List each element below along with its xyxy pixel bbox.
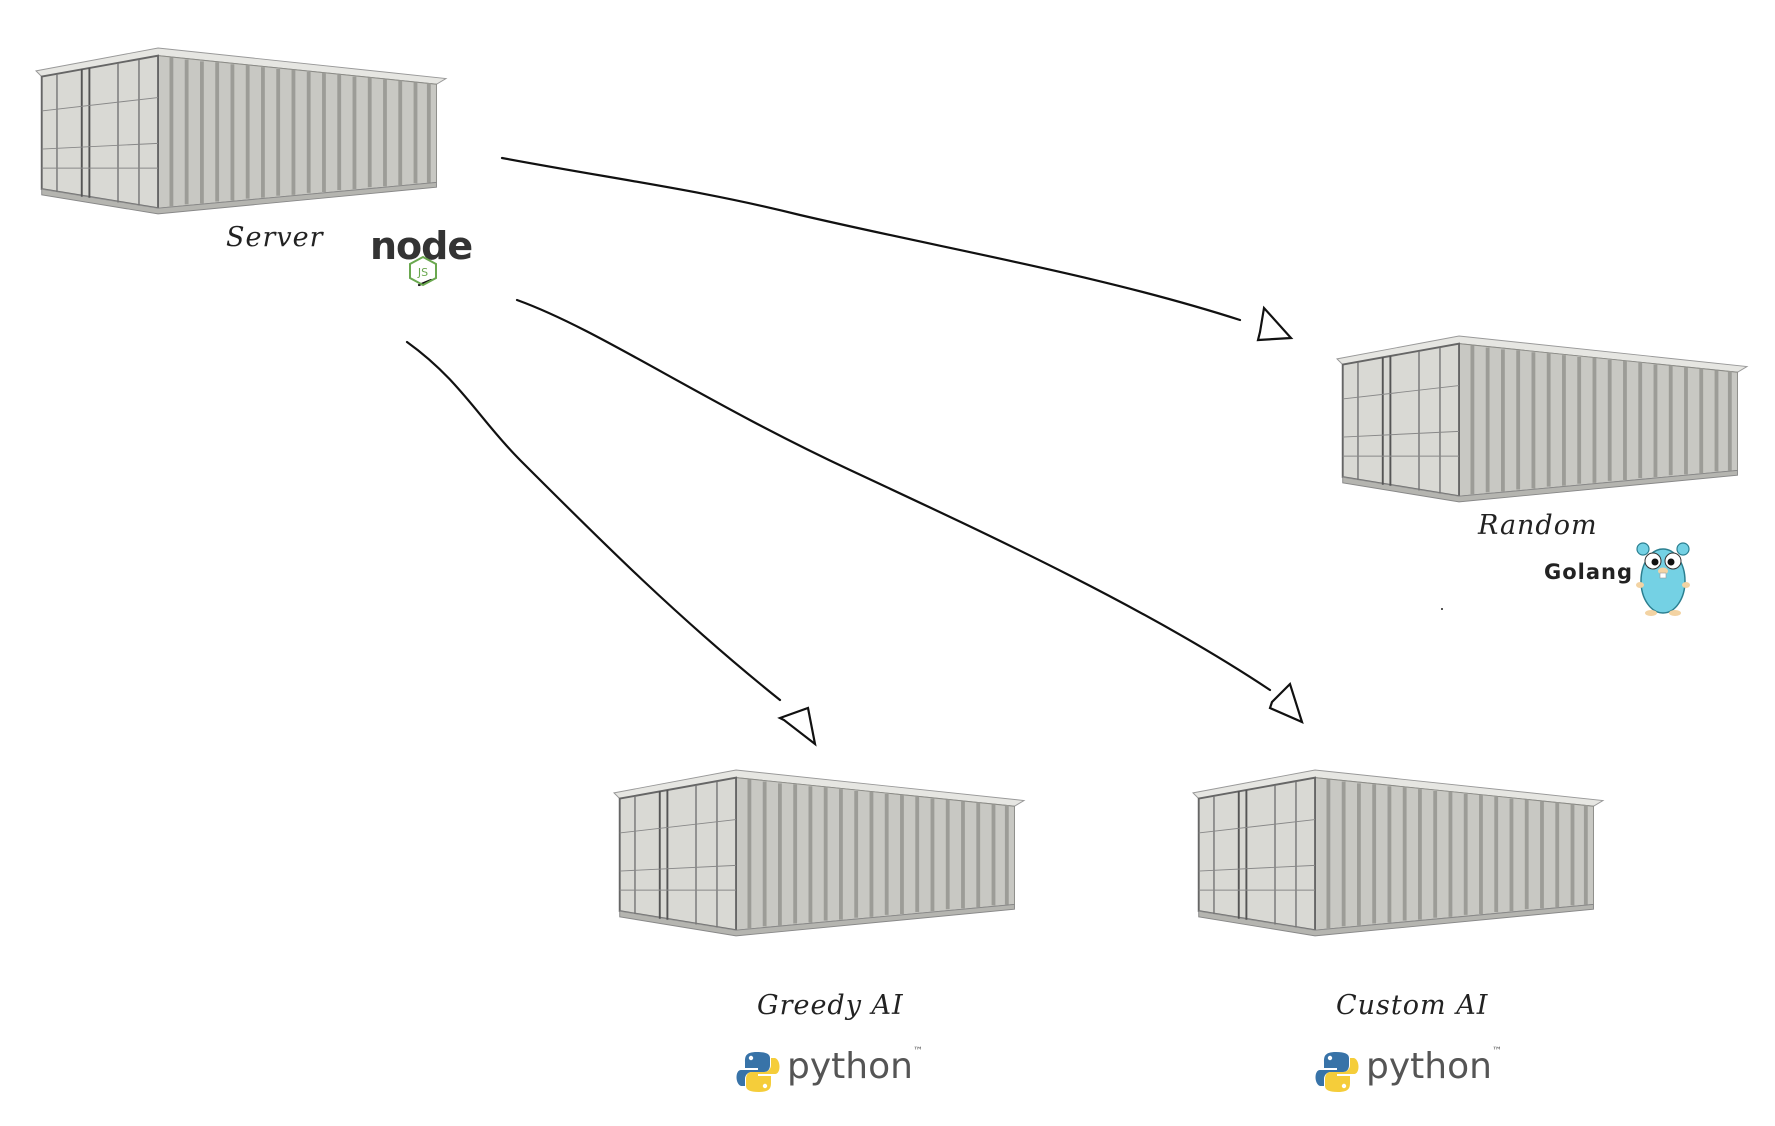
server-label: Server [226,222,324,253]
greedy-label: Greedy AI [757,990,904,1021]
edge-server-greedy [405,340,782,702]
arrowhead-greedy [777,706,817,747]
python-trademark: ™ [912,1046,923,1057]
custom-label: Custom AI [1336,990,1489,1021]
arrowhead-random [1256,305,1294,342]
python-logo-icon [1315,1052,1359,1092]
nodejs-hexagon-icon: JS [409,255,437,287]
gopher-icon [1636,542,1690,616]
python-logo-word: python [787,1046,913,1087]
arrowhead-custom [1268,681,1304,724]
nodejs-badge-text: JS [417,266,428,279]
edge-server-custom [515,298,1272,692]
python-trademark: ™ [1491,1046,1502,1057]
python-logo-text: python™ [787,1046,923,1087]
random-label: Random [1478,510,1598,541]
nodejs-logo: node JS [370,224,473,287]
python-logo-text: python™ [1366,1046,1502,1087]
python-logo-icon [736,1052,780,1092]
stray-dot [1441,608,1443,610]
edge-server-random [500,156,1242,322]
nodejs-logo-text: node [370,224,473,268]
golang-logo-text: Golang [1544,560,1634,584]
python-logo-word: python [1366,1046,1492,1087]
